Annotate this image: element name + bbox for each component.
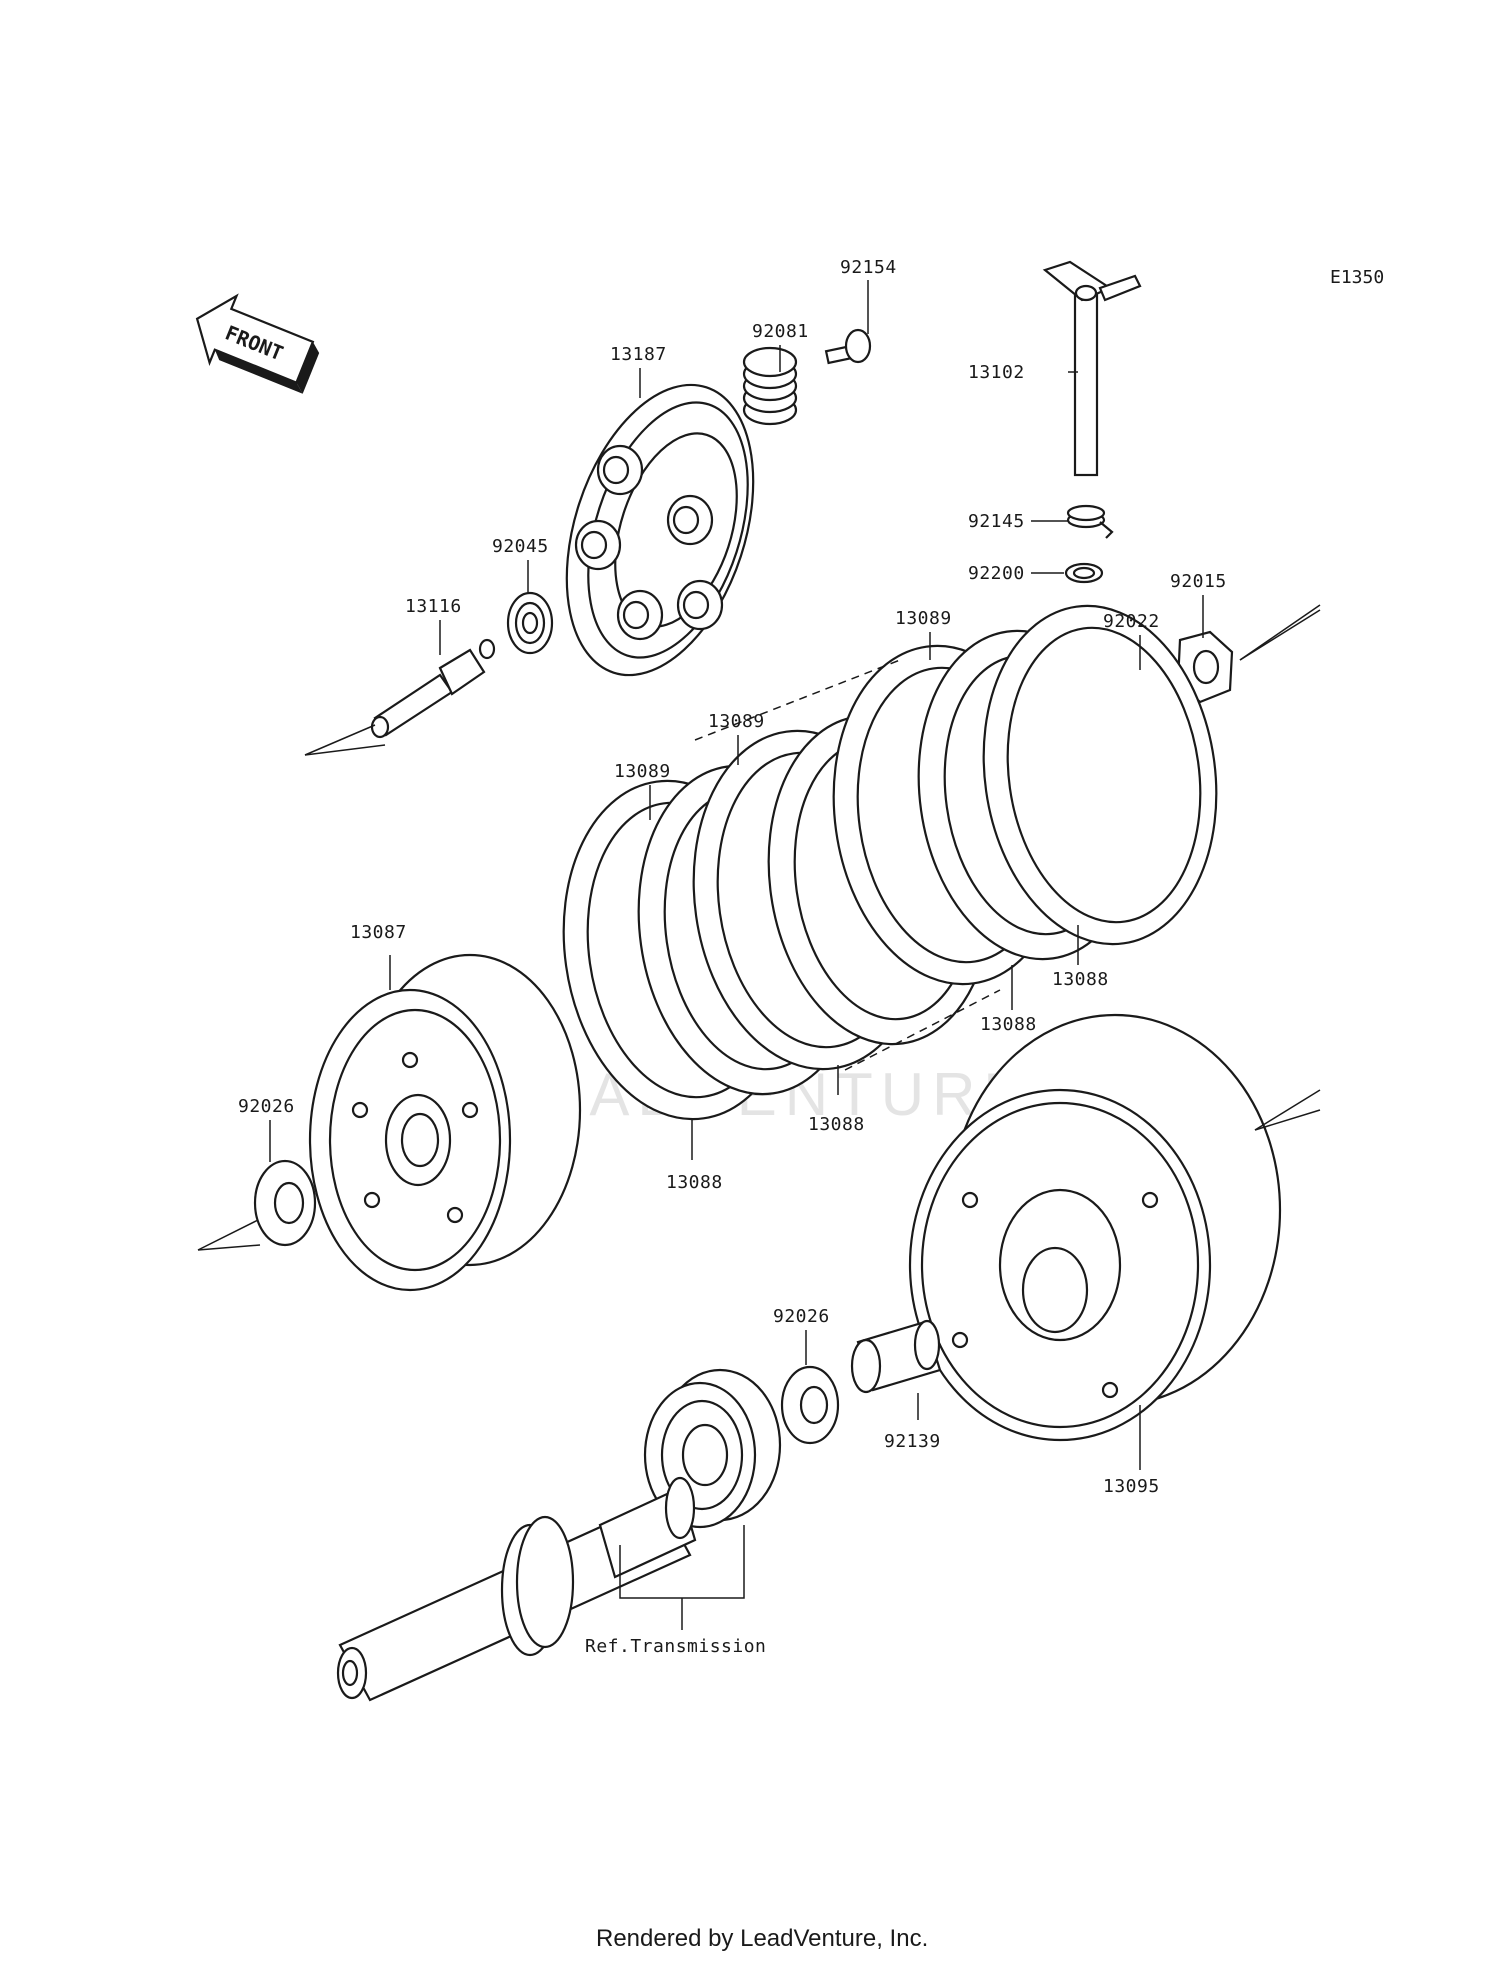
ref-transmission-label: Ref.Transmission: [585, 1636, 766, 1657]
label-13187: 13187: [610, 344, 667, 365]
label-92081: 92081: [752, 321, 809, 342]
washer-92026-left[interactable]: [253, 1159, 317, 1247]
label-92145: 92145: [968, 511, 1025, 532]
label-13088-bottom: 13088: [666, 1172, 723, 1193]
washer-92026-right[interactable]: [780, 1365, 840, 1445]
label-13088-mid-right: 13088: [980, 1014, 1037, 1035]
label-92045: 92045: [492, 536, 549, 557]
pressure-plate-13187[interactable]: [533, 361, 787, 699]
transmission-shaft[interactable]: [336, 1476, 697, 1702]
label-92015: 92015: [1170, 571, 1227, 592]
front-arrow-icon: FRONT: [195, 293, 320, 394]
bolt-92154[interactable]: [824, 328, 872, 365]
footer-credit: Rendered by LeadVenture, Inc.: [596, 1925, 928, 1952]
label-13089-middle: 13089: [708, 711, 765, 732]
label-92154: 92154: [840, 257, 897, 278]
label-13089-top: 13089: [895, 608, 952, 629]
label-13088-center: 13088: [808, 1114, 865, 1135]
push-lever-13102[interactable]: [1042, 260, 1142, 477]
label-92022: 92022: [1103, 611, 1160, 632]
sleeve-92139[interactable]: [850, 1319, 942, 1394]
label-92026-left: 92026: [238, 1096, 295, 1117]
push-rod-13116[interactable]: [370, 638, 496, 739]
label-13088-right: 13088: [1052, 969, 1109, 990]
spring-92081[interactable]: [742, 346, 798, 426]
label-92200: 92200: [968, 563, 1025, 584]
bearing-92045[interactable]: [506, 591, 554, 655]
friction-plate-13088-4[interactable]: [962, 591, 1237, 960]
spring-92145[interactable]: [1066, 504, 1114, 539]
label-13102: 13102: [968, 362, 1025, 383]
label-13116: 13116: [405, 596, 462, 617]
label-92139: 92139: [884, 1431, 941, 1452]
washer-92200[interactable]: [1064, 562, 1104, 584]
label-13095: 13095: [1103, 1476, 1160, 1497]
label-92026-right: 92026: [773, 1306, 830, 1327]
diagram-code: E1350: [1330, 267, 1384, 288]
clutch-hub-13087[interactable]: [308, 953, 582, 1292]
label-13087: 13087: [350, 922, 407, 943]
clutch-housing-13095[interactable]: [908, 1013, 1282, 1442]
label-13089-left: 13089: [614, 761, 671, 782]
